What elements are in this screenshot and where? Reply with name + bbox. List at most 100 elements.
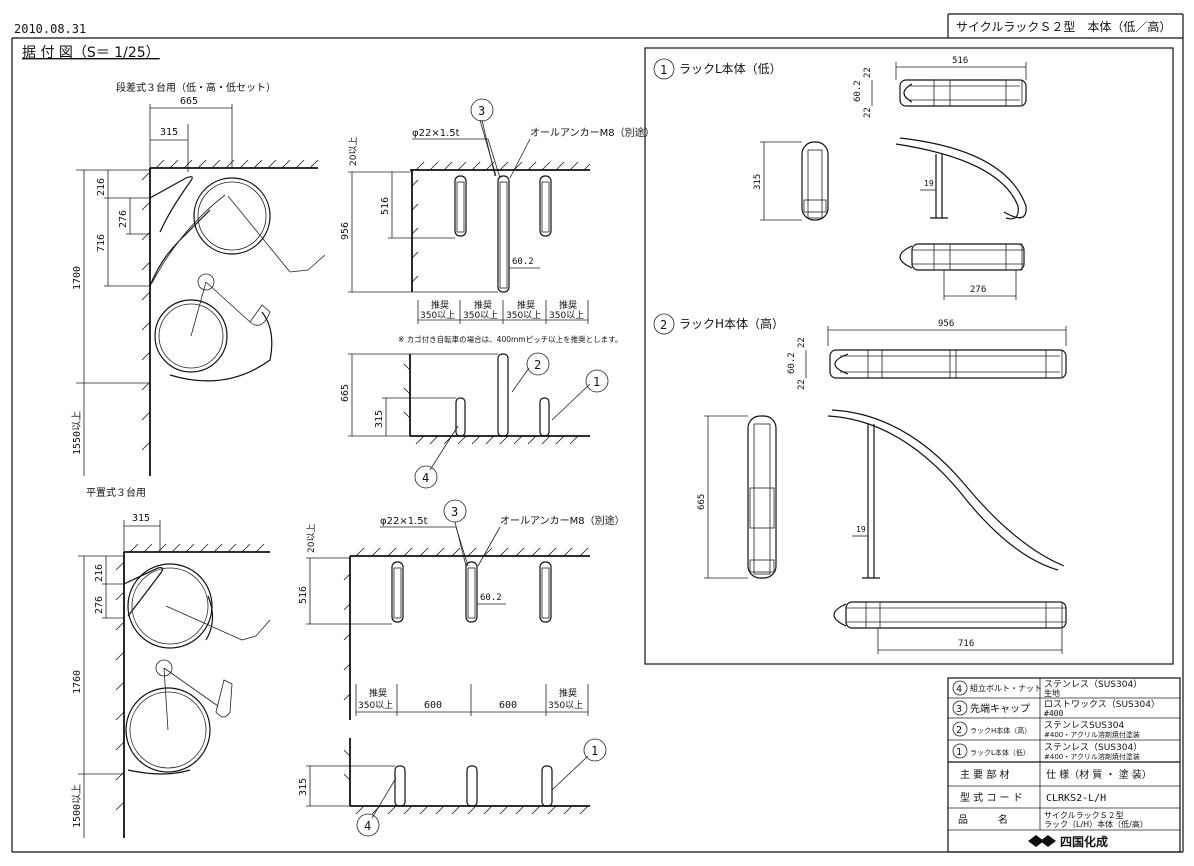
balloon-1-bottom-num: 1 <box>591 744 598 758</box>
anchor-spec-top: オールアンカーM8（別途） <box>530 126 655 139</box>
rec-label-6: 推奨 <box>559 687 577 699</box>
rec-350-1: 350以上 <box>420 310 455 321</box>
dim-60-2-bottom: 60.2 <box>480 593 502 603</box>
dim-20-bottom: 20以上 <box>306 524 317 553</box>
document-title: サイクルラックＳ２型 本体（低／高） <box>956 19 1171 34</box>
part-row-4-name: 組立ボルト・ナット <box>970 683 1042 693</box>
dim-1550: 1550以上 <box>71 411 83 455</box>
dim-h-22a: 22 <box>797 337 807 348</box>
detail-low-title: ラックL本体（低） <box>679 62 782 76</box>
balloon-3-top-num: 3 <box>478 104 485 118</box>
part-row-1-spec1: ステンレス（SUS304） <box>1044 742 1142 753</box>
dim-h-19: 19 <box>856 525 866 534</box>
dim-h-60: 60.2 <box>787 352 797 374</box>
balloon-2 <box>526 352 550 376</box>
drawing-date: 2010.08.31 <box>14 22 86 36</box>
dim-h-716: 716 <box>958 639 974 649</box>
balloon-1-top-num: 1 <box>593 375 600 389</box>
dim-315-top: 315 <box>160 127 178 138</box>
dim-216: 216 <box>96 178 107 196</box>
balloon-4-bottom <box>356 813 380 837</box>
dim-516-mid: 516 <box>380 197 391 215</box>
part-row-2-spec2: #400・アクリル溶剤焼付塗装 <box>1044 730 1140 739</box>
dim-600-a: 600 <box>424 700 442 711</box>
dim-516-flat: 516 <box>298 586 309 604</box>
dim-l-60: 60.2 <box>853 80 863 102</box>
product-name-line2: ラック（L/H）本体（低/高） <box>1044 819 1148 829</box>
rec-label-4: 推奨 <box>559 299 577 311</box>
dim-716: 716 <box>96 234 107 252</box>
product-name-label: 品 名 <box>958 813 1008 826</box>
balloon-3-bottom-num: 3 <box>451 505 458 519</box>
part-row-1-num: 1 <box>956 747 962 758</box>
part-row-2-name: ラックH本体（高） <box>970 726 1031 735</box>
rec-350-3: 350以上 <box>506 310 541 321</box>
detail-high-title: ラックH本体（高） <box>679 316 784 331</box>
rec-label-2: 推奨 <box>474 299 492 311</box>
detail-panel: 1 ラックL本体（低） 2 ラックH本体（高） 516 22 60.2 22 3… <box>644 47 1174 665</box>
dim-60-2-top: 60.2 <box>512 257 534 267</box>
pipe-spec-bottom: φ22×1.5t <box>380 516 428 527</box>
dim-20-top: 20以上 <box>348 137 359 166</box>
flat-plan-view: φ22×1.5t オールアンカーM8（別途） <box>298 514 625 720</box>
dim-l-276: 276 <box>970 285 986 295</box>
part-row-2-spec1: ステンレスSUS304 <box>1044 720 1124 731</box>
drawing-title: 据 付 図（S＝ 1/25） <box>22 45 160 61</box>
table-header-spec: 仕 様（材 質 ・ 塗 装） <box>1046 768 1152 781</box>
dim-1500: 1500以上 <box>71 784 83 828</box>
dim-1700: 1700 <box>72 266 83 290</box>
part-row-2-num: 2 <box>956 725 962 736</box>
dim-315-flat: 315 <box>132 513 150 524</box>
rec-label-5: 推奨 <box>369 687 387 699</box>
product-name-line1: サイクルラックＳ２型 <box>1044 811 1124 820</box>
dim-276: 276 <box>118 210 129 228</box>
part-row-4-spec2: 生地 <box>1044 688 1060 698</box>
part-row-4-num: 4 <box>956 684 962 695</box>
dim-665: 665 <box>180 96 198 107</box>
dim-h-956: 956 <box>938 319 954 329</box>
table-header-part: 主 要 部 材 <box>960 768 1010 781</box>
stepped-title: 段差式３台用（低・高・低セット） <box>116 81 276 94</box>
pipe-spec-top: φ22×1.5t <box>412 128 460 139</box>
maker-logo: 四国化成 <box>1028 834 1108 849</box>
balloon-4-bottom-num: 4 <box>364 819 371 833</box>
dim-l-516: 516 <box>952 56 968 66</box>
balloon-3-bottom <box>443 499 467 523</box>
dim-l-19: 19 <box>924 179 934 188</box>
dim-l-22a: 22 <box>863 67 873 78</box>
basket-note: ※ カゴ付き自転車の場合は、400mmピッチ以上を推奨とします。 <box>398 334 622 344</box>
balloon-4-top-num: 4 <box>422 471 429 485</box>
detail-low-num: 1 <box>660 63 667 77</box>
flat-side-view: 平置式３台用 315 1760 1500以上 216 276 <box>71 486 271 838</box>
rec-label-3: 推奨 <box>517 299 535 311</box>
dim-315-mid: 315 <box>374 410 385 428</box>
dim-276-flat: 276 <box>94 596 105 614</box>
dim-665-mid: 665 <box>340 384 351 402</box>
balloon-1-bottom <box>583 738 607 762</box>
part-row-1-spec2: #400・アクリル溶剤焼付塗装 <box>1044 752 1140 761</box>
dim-l-315: 315 <box>753 174 763 190</box>
rec-label-1: 推奨 <box>431 299 449 311</box>
dim-h-22b: 22 <box>797 379 807 390</box>
part-row-1-name: ラックL本体（低） <box>970 748 1030 757</box>
rec-350-5: 350以上 <box>358 700 393 711</box>
balloons: 3 2 1 4 3 1 4 <box>356 98 609 837</box>
flat-title: 平置式３台用 <box>86 486 146 499</box>
balloon-2-num: 2 <box>534 358 541 372</box>
balloon-4-top <box>414 465 438 489</box>
part-row-3-name: 先端キャップ <box>970 702 1030 715</box>
model-code-label: 型 式 コ ー ド <box>960 791 1023 804</box>
stepped-side-view: 段差式３台用（低・高・低セット） 665 315 <box>71 81 326 476</box>
part-row-3-num: 3 <box>956 704 962 715</box>
rec-350-6: 350以上 <box>548 700 583 711</box>
dim-600-b: 600 <box>499 700 517 711</box>
rec-350-4: 350以上 <box>549 310 584 321</box>
part-row-4-spec1: ステンレス（SUS304） <box>1044 679 1142 690</box>
part-row-3-spec2: #400 <box>1044 709 1063 718</box>
flat-elevation-view: 315 <box>298 738 590 815</box>
anchor-spec-bottom: オールアンカーM8（別途） <box>500 514 625 527</box>
model-code: CLRKS2-L/H <box>1046 793 1106 804</box>
dim-956-mid: 956 <box>340 222 351 240</box>
balloon-3-top <box>470 98 494 122</box>
